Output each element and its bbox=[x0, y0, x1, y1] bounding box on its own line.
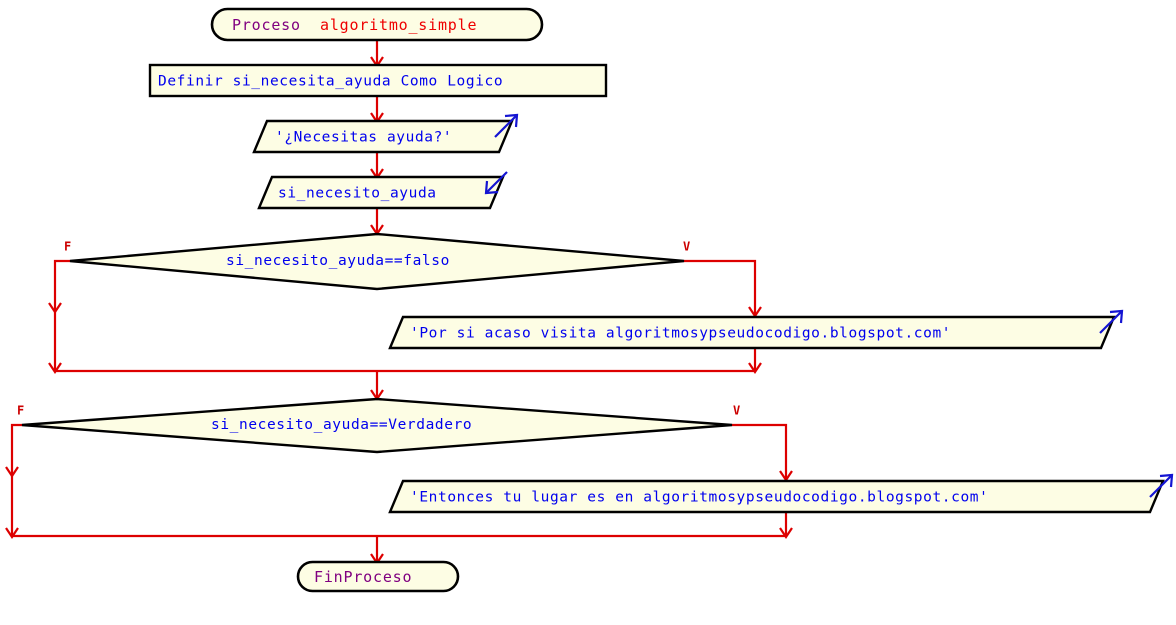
connector-merge-two bbox=[12, 534, 786, 565]
node-input-read[interactable]: si_necesito_ayuda bbox=[257, 171, 508, 210]
input-arrow-icon bbox=[484, 171, 508, 195]
connector-output-entonces-to-merge bbox=[779, 512, 793, 539]
connector-merge-one bbox=[55, 369, 755, 401]
declare-process-label: Definir si_necesita_ayuda Como Logico bbox=[158, 74, 503, 90]
node-output-por-si-acaso[interactable]: 'Por si acaso visita algoritmosypseudoco… bbox=[388, 309, 1124, 350]
output-arrow-icon bbox=[1099, 309, 1124, 334]
connector-decision-verdadero-true-branch bbox=[732, 423, 793, 482]
decision-falso-false-branch-label: F bbox=[64, 240, 71, 254]
start-terminator-shape bbox=[210, 7, 544, 42]
node-output-entonces[interactable]: 'Entonces tu lugar es en algoritmosypseu… bbox=[388, 473, 1174, 514]
node-declare-process[interactable]: Definir si_necesita_ayuda Como Logico bbox=[148, 63, 608, 98]
connector-decision-falso-false-branch bbox=[48, 259, 70, 374]
output-por-si-acaso-shape bbox=[388, 315, 1116, 350]
node-decision-verdadero[interactable]: si_necesito_ayuda==Verdadero F V bbox=[17, 397, 740, 454]
output-entonces-label: 'Entonces tu lugar es en algoritmosypseu… bbox=[410, 490, 988, 506]
end-terminator-shape bbox=[296, 560, 460, 593]
output-arrow-icon bbox=[494, 113, 519, 138]
input-read-label: si_necesito_ayuda bbox=[278, 186, 437, 202]
connector-input-to-decision-falso bbox=[370, 208, 384, 236]
output-entonces-shape bbox=[388, 479, 1165, 514]
node-end-terminator[interactable]: FinProceso bbox=[296, 560, 460, 593]
connector-declare-to-output-prompt bbox=[370, 96, 384, 124]
node-output-prompt[interactable]: '¿Necesitas ayuda?' bbox=[252, 113, 519, 154]
connector-output-por-si-acaso-to-merge bbox=[748, 348, 762, 374]
decision-verdadero-label: si_necesito_ayuda==Verdadero bbox=[211, 417, 472, 433]
start-process-name-label: algoritmo_simple bbox=[320, 16, 477, 34]
decision-verdadero-false-branch-label: F bbox=[17, 404, 24, 418]
decision-falso-true-branch-label: V bbox=[683, 240, 690, 254]
decision-falso-label: si_necesito_ayuda==falso bbox=[226, 253, 450, 269]
end-terminator-label: FinProceso bbox=[314, 568, 412, 586]
decision-falso-shape bbox=[69, 232, 685, 291]
start-keyword-label: Proceso bbox=[232, 16, 301, 34]
decision-verdadero-shape bbox=[21, 397, 733, 454]
node-decision-falso[interactable]: si_necesito_ayuda==falso F V bbox=[64, 232, 690, 291]
output-por-si-acaso-label: 'Por si acaso visita algoritmosypseudoco… bbox=[410, 326, 951, 342]
declare-process-shape bbox=[148, 63, 608, 98]
output-prompt-label: '¿Necesitas ayuda?' bbox=[275, 130, 452, 146]
decision-verdadero-true-branch-label: V bbox=[733, 404, 740, 418]
node-start-terminator[interactable]: Proceso algoritmo_simple bbox=[210, 7, 544, 42]
output-arrow-icon bbox=[1149, 473, 1174, 498]
connector-output-prompt-to-input bbox=[370, 152, 384, 180]
connector-decision-verdadero-false-branch bbox=[5, 423, 22, 539]
connector-decision-falso-true-branch bbox=[684, 259, 762, 318]
connector-start-to-declare bbox=[370, 40, 384, 68]
